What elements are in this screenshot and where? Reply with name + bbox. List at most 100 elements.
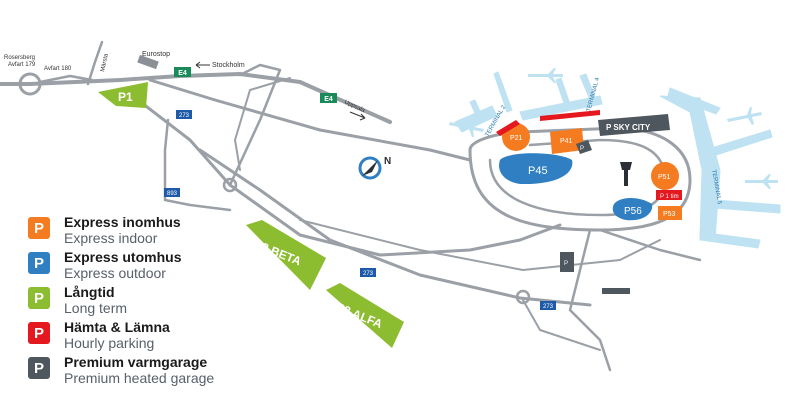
road-273-sign <box>176 110 192 119</box>
parking-p45-area <box>499 153 573 185</box>
road-893-sign-label: 893 <box>167 191 178 197</box>
parking-p1tim-label: P 1 tim <box>660 194 679 200</box>
road-273-sign-label: 273 <box>363 271 374 277</box>
aircraft-icon <box>727 107 762 125</box>
aircraft-icon <box>449 119 484 137</box>
parking-p51-area <box>651 162 679 190</box>
control-tower-icon <box>620 162 632 186</box>
legend: P Express inomhus Express indoor P Expre… <box>28 214 214 389</box>
legend-item-premium: P Premium varmgarage Premium heated gara… <box>28 354 214 389</box>
road-marsta <box>86 40 104 86</box>
roundabout-south <box>515 289 531 305</box>
roundabout-loop <box>222 177 238 193</box>
parking-premium-south <box>560 252 574 272</box>
legend-item-express-indoor: P Express inomhus Express indoor <box>28 214 214 249</box>
terminal-pier-t5c <box>714 199 781 214</box>
legend-item-long-term: P Långtid Long term <box>28 284 214 319</box>
parking-premium-t4-label: P <box>580 146 584 152</box>
building-freight <box>602 288 630 294</box>
aircraft-icon <box>745 174 778 189</box>
parking-p1-area <box>98 82 148 108</box>
parking-premium-south-label: P <box>564 261 568 267</box>
legend-item-hourly: P Hämta & Lämna Hourly parking <box>28 319 214 354</box>
road-893-sign <box>164 188 180 197</box>
road-north-connector <box>234 77 291 171</box>
road-loop <box>228 63 282 187</box>
compass-north-label: N <box>384 156 391 167</box>
road-east-access <box>598 228 702 262</box>
arrow-stockholm <box>195 61 210 69</box>
road-south-link2 <box>299 219 661 271</box>
label-marsta: Märsta <box>100 53 110 73</box>
aircraft-icons <box>449 68 778 189</box>
parking-p3-area <box>326 283 404 348</box>
label-stockholm: Stockholm <box>212 62 245 69</box>
legend-label-sv: Express inomhus <box>64 214 181 230</box>
legend-label-en: Long term <box>64 300 128 316</box>
parking-p1-label: P1 <box>118 90 133 104</box>
parking-p2-area <box>246 220 326 290</box>
terminal-pier-t5d <box>699 231 761 249</box>
legend-label-sv: Premium varmgarage <box>64 354 208 370</box>
label-avfart180: Avfart 180 <box>44 66 72 72</box>
parking-p21-label: P21 <box>510 135 523 142</box>
label-rosersberg: Rosersberg <box>4 55 35 61</box>
road-e4-south <box>148 78 472 162</box>
parking-p53-area <box>658 206 682 220</box>
road-exit180 <box>38 74 94 84</box>
parking-badge: P <box>28 287 50 309</box>
aircraft-icon <box>528 68 563 83</box>
e4-sign-label: E4 <box>178 70 187 77</box>
legend-label-sv: Express utomhus <box>64 249 182 265</box>
road-273-sign <box>540 301 556 310</box>
compass: N <box>358 156 391 180</box>
terminal-4-building <box>519 95 603 121</box>
parking-t4-red-strip <box>540 110 600 121</box>
parking-p-sky-city-bar <box>598 114 670 136</box>
parking-badge: P <box>28 252 50 274</box>
parking-p41-area <box>550 128 584 154</box>
parking-t2-red-strip <box>496 120 520 136</box>
e4-sign <box>320 93 337 103</box>
terminal-buildings <box>454 71 781 249</box>
road-273-sign <box>360 268 376 277</box>
road-freight <box>568 228 612 372</box>
parking-p51-label: P51 <box>658 174 671 181</box>
parking-p53-label: P53 <box>663 211 676 218</box>
roundabout-rosersberg <box>18 72 42 96</box>
e4-sign-label: E4 <box>324 96 333 103</box>
legend-label-en: Premium heated garage <box>64 370 215 386</box>
terminal-pier-t4b <box>579 73 597 103</box>
legend-label-en: Hourly parking <box>64 335 155 351</box>
legend-label-en: Express outdoor <box>64 265 166 281</box>
legend-label-sv: Hämta & Lämna <box>64 319 170 335</box>
legend-label-sv: Långtid <box>64 284 115 300</box>
compass-needle <box>362 160 378 176</box>
terminal-pier-t2a <box>493 71 513 113</box>
legend-label-en: Express indoor <box>64 230 158 246</box>
parking-badge: P <box>28 322 50 344</box>
eurostop-building <box>137 54 159 70</box>
road-south-link <box>198 148 592 307</box>
arrow-uppsala <box>349 111 366 121</box>
e4-sign <box>174 67 191 77</box>
road-signs: E4 E4 273 893 273 273 <box>164 67 556 310</box>
parking-p41-label: P41 <box>560 138 573 145</box>
parking-badge: P <box>28 217 50 239</box>
parking-p-sky-city-label: P SKY CITY <box>606 123 651 132</box>
terminal-pier-t5a <box>667 87 721 115</box>
road-access-south <box>522 299 601 351</box>
parking-premium-t4 <box>576 140 592 154</box>
terminal-pier-t2b <box>469 99 484 121</box>
parking-p45-label: P45 <box>528 165 548 177</box>
terminal-pier-t4a <box>555 77 571 107</box>
parking-p56-label: P56 <box>624 206 642 217</box>
label-avfart179: Avfart 179 <box>8 62 36 68</box>
label-eurostop: Eurostop <box>142 51 170 58</box>
road-273-sign-label: 273 <box>543 304 554 310</box>
terminal-pier-t5b <box>704 129 773 159</box>
parking-p56-area <box>612 198 653 221</box>
road-893 <box>163 118 232 212</box>
